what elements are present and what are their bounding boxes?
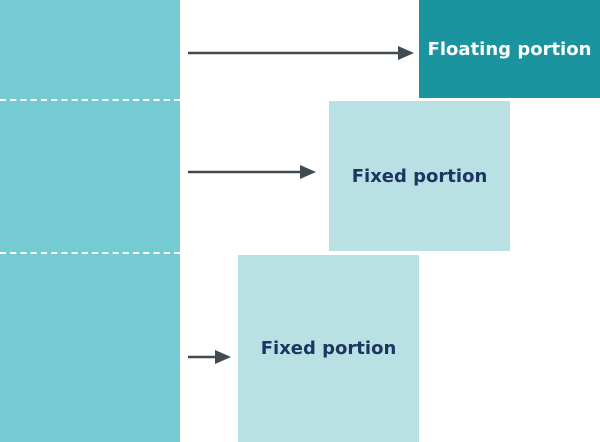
fixed-portion-label-2: Fixed portion [260, 338, 397, 359]
dashed-divider-bottom [0, 252, 180, 254]
arrow-to-fixed-2 [188, 350, 231, 364]
arrow-to-floating [188, 46, 414, 60]
fixed-portion-box-1: Fixed portion [329, 101, 510, 251]
fixed-portion-box-2: Fixed portion [238, 255, 419, 442]
floating-portion-label: Floating portion [427, 38, 592, 60]
fixed-portion-label-1: Fixed portion [351, 165, 488, 187]
arrow-to-fixed-1 [188, 165, 316, 179]
floating-portion-box: Floating portion [419, 0, 600, 98]
dashed-divider-top [0, 99, 180, 101]
source-column [0, 0, 180, 442]
